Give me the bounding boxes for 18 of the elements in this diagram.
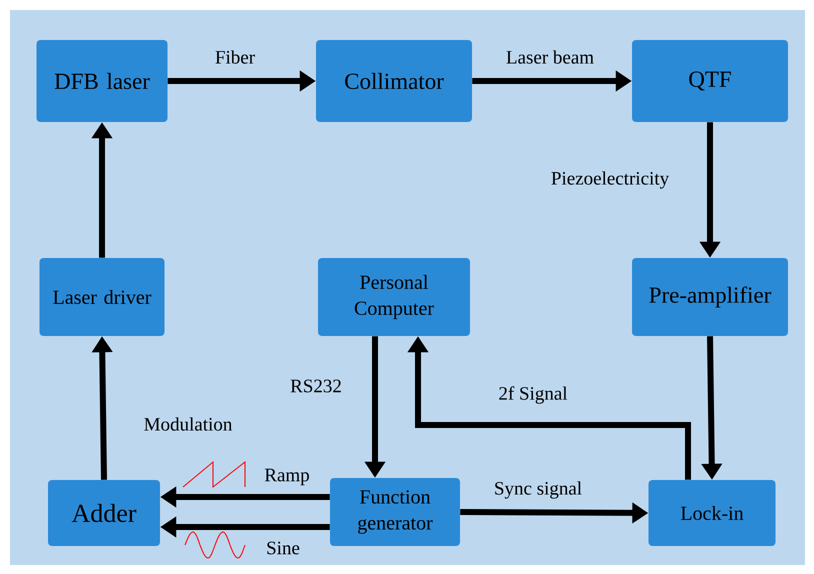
process-box: Lock-in (648, 480, 776, 546)
edge-label: Laser beam (504, 49, 596, 65)
process-box: QTF (632, 40, 788, 122)
edge-label: Modulation (142, 416, 234, 432)
process-box: DFB laser (36, 40, 168, 122)
edge-label: Sine (265, 540, 301, 556)
edge-label: Ramp (263, 468, 311, 486)
edge-label: RS232 (289, 378, 343, 394)
edge-label: 2f Signal (497, 385, 569, 405)
edge-label: Fiber (214, 49, 256, 65)
process-box: Function generator (330, 478, 460, 546)
process-box: Pre-amplifier (632, 258, 788, 336)
process-box: Collimator (316, 40, 472, 122)
process-box: Personal Computer (318, 258, 470, 336)
edge-label: Piezoelectricity (550, 170, 670, 190)
edge-label: Sync signal (492, 480, 584, 500)
process-box: Adder (48, 480, 160, 546)
process-box: Laser driver (40, 258, 164, 336)
